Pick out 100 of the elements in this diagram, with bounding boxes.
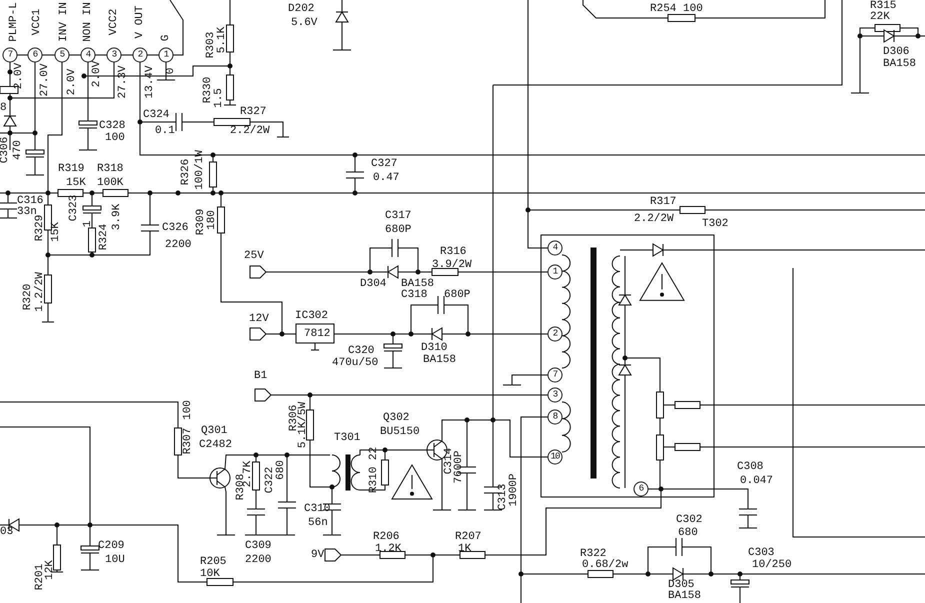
pin-number: 6 [634, 482, 648, 496]
component-label: 10K [200, 568, 220, 580]
component-label: C302 [676, 514, 702, 526]
component-label: R319 [58, 163, 84, 175]
component-label: 0.1 [155, 125, 175, 137]
component-label: C314 [443, 448, 455, 474]
component-label: R322 [580, 548, 606, 560]
component-label: 180 [206, 210, 218, 230]
component-label: 12K [44, 560, 56, 580]
pin-number: 3 [106, 48, 122, 62]
component-label: C328 [99, 120, 126, 132]
component-label: T302 [702, 218, 728, 230]
component-label: D304 [360, 278, 386, 290]
component-label: 56n [308, 517, 328, 529]
component-label: 2.7K [242, 460, 254, 488]
component-label: IC302 [295, 310, 328, 322]
component-label: T301 [334, 432, 360, 444]
component-label: 0.047 [740, 475, 774, 487]
component-label: 25V [244, 250, 264, 262]
component-label: C324 [143, 109, 170, 121]
component-label: 470u/50 [332, 357, 378, 369]
component-label: 680 [275, 460, 287, 480]
component-label: G [160, 34, 172, 42]
component-label: BA158 [668, 590, 702, 602]
component-label: R324 [98, 224, 110, 250]
component-label: 22K [870, 11, 890, 23]
component-label: R309 [195, 208, 207, 236]
component-label: R205 [200, 556, 226, 568]
component-label: 1.2K [375, 543, 402, 555]
pin-number: 8 [548, 410, 562, 424]
component-label: 5.1K [216, 26, 228, 54]
component-label: R201 [34, 564, 46, 590]
pin-number: 2 [132, 48, 148, 62]
component-label: 27.0V [39, 64, 51, 96]
component-label: R206 [373, 531, 400, 543]
component-label: D310 [421, 342, 448, 354]
component-label: R316 [440, 246, 466, 258]
component-label: 100 [182, 400, 194, 420]
component-label: 2.0V [91, 60, 103, 88]
component-label: C318 [401, 289, 428, 301]
component-label: C320 [348, 345, 374, 357]
component-label: 03 [0, 526, 14, 538]
component-label: C209 [98, 540, 124, 552]
component-label: 1.5 [213, 88, 225, 108]
component-label: 680P [444, 289, 470, 301]
component-label: 7812 [304, 328, 330, 340]
pin-number: 1 [548, 264, 562, 280]
component-label: 5.6V [291, 17, 318, 29]
component-label: 2.0V [13, 62, 25, 90]
component-label: 0.68/2w [582, 559, 628, 571]
component-label: 3.9/2W [432, 259, 472, 271]
component-label: C317 [385, 210, 412, 222]
component-label: C308 [737, 461, 764, 473]
component-label: D202 [288, 3, 314, 15]
component-label: VCC2 [108, 8, 120, 36]
component-label: C306 [0, 136, 11, 164]
component-label: 1.2/2W [34, 272, 46, 312]
component-label: Q301 [201, 425, 228, 437]
component-label: R327 [240, 106, 266, 118]
component-label: 100 [105, 132, 125, 144]
component-label: PLMP-L [8, 2, 20, 42]
component-label: C309 [245, 540, 272, 552]
pin-number: 6 [28, 48, 42, 62]
component-label: 27.3V [117, 66, 129, 98]
component-label: R315 [870, 0, 896, 12]
component-label: D306 [883, 46, 910, 58]
component-label: 13.4V [144, 66, 156, 98]
component-label: R329 [34, 214, 46, 242]
component-label: 8 [0, 102, 7, 114]
pin-number: 1 [158, 48, 174, 62]
component-label: 10/250 [752, 559, 792, 571]
component-label: BU5150 [380, 426, 420, 438]
component-label: R320 [22, 284, 34, 310]
pin-number: 7 [2, 48, 18, 62]
component-label: 680 [678, 527, 698, 539]
component-label: 12V [249, 313, 269, 325]
component-label: 1900P [508, 474, 520, 506]
component-label: 3.9K [111, 204, 123, 230]
component-label: 1 [82, 220, 94, 228]
component-label: C322 [264, 466, 276, 494]
component-label: C303 [748, 547, 774, 559]
component-label: R207 [455, 531, 482, 543]
component-label: R317 [650, 196, 676, 208]
pin-number: 7 [548, 368, 562, 382]
pin-number: 5 [54, 48, 70, 62]
component-label: R318 [97, 163, 124, 175]
component-label: R326 [180, 158, 192, 186]
component-label: R307 [182, 428, 194, 454]
component-label: VCC1 [31, 8, 43, 36]
component-label: R330 [202, 76, 214, 104]
pin-number: 3 [548, 388, 562, 402]
component-label: R303 [205, 32, 217, 58]
component-label: B1 [254, 370, 268, 382]
component-label: BA158 [883, 58, 916, 70]
component-label: C2482 [199, 439, 232, 451]
component-label: NON IN [82, 2, 94, 42]
component-label: 10U [105, 554, 125, 566]
component-label: 2.2/2W [634, 213, 674, 225]
component-label: 680P [385, 224, 412, 236]
component-label: 1K [458, 543, 472, 555]
